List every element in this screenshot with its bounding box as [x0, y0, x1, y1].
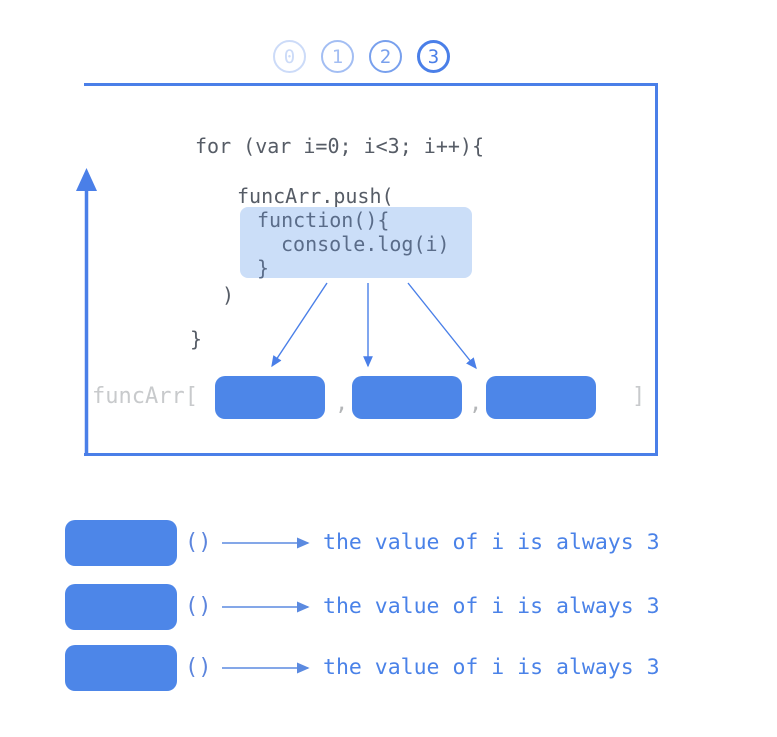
step-circle-2[interactable]: 2 — [369, 40, 402, 73]
result-text-2: the value of i is always 3 — [323, 594, 660, 619]
closure-line-3: } — [257, 256, 270, 280]
code-for-line: for (var i=0; i<3; i++){ — [195, 134, 484, 158]
step-circle-3[interactable]: 3 — [417, 40, 450, 73]
result-call-parens-1: () — [185, 530, 212, 555]
result-text-1: the value of i is always 3 — [323, 530, 660, 555]
result-text-3: the value of i is always 3 — [323, 655, 660, 680]
funcarr-close-label: ] — [632, 384, 646, 409]
array-slot-1 — [215, 376, 325, 419]
closure-line-2: console.log(i) — [281, 232, 450, 256]
closure-highlight-box: function(){ console.log(i) } — [240, 207, 472, 280]
code-close-paren: ) — [222, 283, 235, 307]
result-call-parens-3: () — [185, 655, 212, 680]
result-function-slot-1 — [65, 520, 177, 566]
array-slot-2 — [352, 376, 462, 419]
array-separator-2: , — [469, 391, 483, 416]
loop-frame — [84, 83, 658, 456]
step-indicator: 0 1 2 3 — [273, 40, 450, 73]
funcarr-open-label: funcArr[ — [92, 384, 198, 409]
step-circle-0[interactable]: 0 — [273, 40, 306, 73]
step-circle-1[interactable]: 1 — [321, 40, 354, 73]
array-slot-3 — [486, 376, 596, 419]
closure-line-1: function(){ — [257, 208, 390, 232]
array-separator-1: , — [335, 391, 349, 416]
result-call-parens-2: () — [185, 594, 212, 619]
result-function-slot-3 — [65, 645, 177, 691]
code-close-brace: } — [190, 327, 203, 351]
code-push-line: funcArr.push( — [237, 184, 394, 208]
result-function-slot-2 — [65, 584, 177, 630]
